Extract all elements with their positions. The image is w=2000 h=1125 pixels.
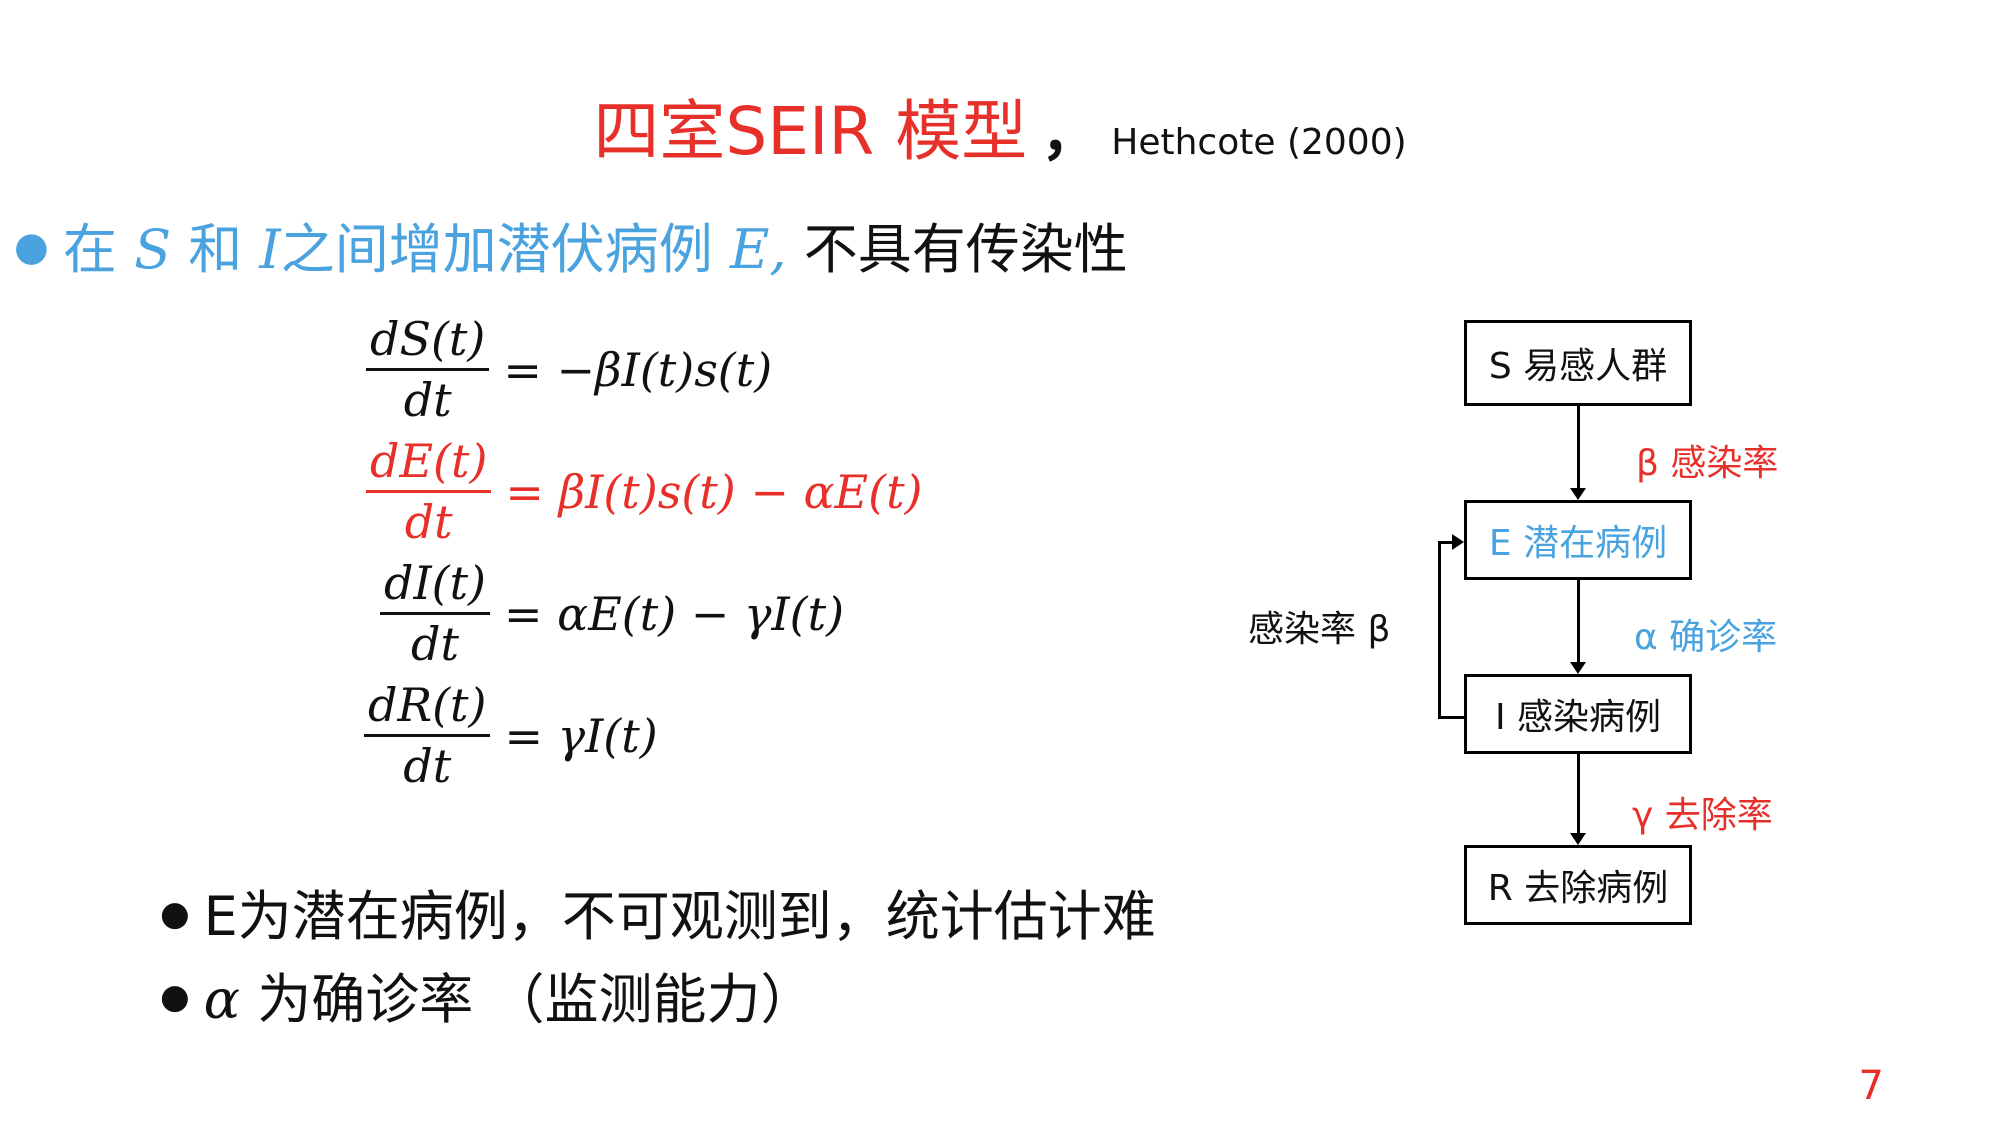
bullet-dot-icon: ●: [14, 224, 49, 270]
bullet-dot-icon: ●: [160, 977, 190, 1017]
equation-ds: dS(t) dt = −βI(t)s(t): [366, 310, 772, 429]
fraction-bar: [366, 368, 490, 371]
rate-alpha-label: α 确诊率: [1634, 617, 1778, 658]
alpha-note-text: 为确诊率 （监测能力）: [257, 968, 815, 1031]
equation-di-numerator: dI(t): [384, 556, 486, 610]
feedback-top-segment: [1438, 541, 1452, 544]
arrow-right-icon: [1452, 534, 1464, 550]
fraction-bar: [366, 490, 492, 493]
flow-box-s: S 易感人群: [1464, 320, 1692, 406]
connector-s-e: [1577, 406, 1580, 488]
rate-gamma-label: γ 去除率: [1632, 795, 1773, 836]
intro-text-3: 之间增加潜伏病例: [280, 218, 713, 281]
intro-text-4: 不具有传染性: [803, 218, 1128, 281]
equation-ds-rhs: = −βI(t)s(t): [503, 342, 773, 397]
bullet-intro: ● 在 S 和 I之间增加潜伏病例 E, 不具有传染性: [14, 205, 1128, 284]
equation-ds-fraction: dS(t) dt: [366, 310, 490, 429]
connector-i-r: [1577, 754, 1580, 833]
equation-ds-denominator: dt: [403, 373, 452, 427]
flow-box-i-label: I 感染病例: [1494, 697, 1662, 738]
title-main: 四室SEIR 模型: [593, 93, 1028, 170]
equation-di-rhs: = αE(t) − γI(t): [504, 586, 845, 641]
rate-beta-label: β 感染率: [1636, 443, 1779, 484]
flow-box-e: E 潜在病例: [1464, 500, 1692, 580]
feedback-bottom-segment: [1438, 716, 1464, 719]
equation-de-rhs: = βI(t)s(t) − αE(t): [505, 464, 923, 519]
title-reference: Hethcote (2000): [1111, 122, 1407, 163]
bullet-alpha-note: ● α 为确诊率 （监测能力）: [160, 955, 814, 1034]
intro-var-i: I: [259, 218, 281, 281]
intro-var-s: S: [134, 218, 172, 281]
flow-box-i: I 感染病例: [1464, 674, 1692, 754]
intro-text-1: 在: [62, 218, 117, 281]
fraction-bar: [364, 734, 491, 737]
slide-title: 四室SEIR 模型， Hethcote (2000): [0, 78, 2000, 174]
intro-text-2: 和: [188, 218, 243, 281]
arrow-down-icon: [1570, 662, 1586, 674]
arrow-down-icon: [1570, 488, 1586, 500]
title-comma: ，: [1041, 100, 1100, 168]
connector-e-i: [1577, 580, 1580, 662]
alpha-symbol: α: [203, 968, 241, 1031]
equation-dr-denominator: dt: [403, 739, 452, 793]
equation-de-denominator: dt: [404, 495, 453, 549]
latent-note-text: E为潜在病例，不可观测到，统计估计难: [203, 885, 1156, 948]
flow-box-r: R 去除病例: [1464, 845, 1692, 925]
equation-de-fraction: dE(t) dt: [366, 432, 492, 551]
equation-de: dE(t) dt = βI(t)s(t) − αE(t): [366, 432, 923, 551]
page-number: 7: [1858, 1063, 1884, 1109]
equation-di-denominator: dt: [411, 617, 459, 671]
bullet-dot-icon: ●: [160, 894, 190, 934]
equation-ds-numerator: dS(t): [370, 312, 486, 366]
feedback-rate-label: 感染率 β: [1248, 609, 1391, 650]
bullet-latent-note: ● E为潜在病例，不可观测到，统计估计难: [160, 872, 1156, 951]
equation-dr-numerator: dR(t): [368, 678, 487, 732]
fraction-bar: [380, 612, 490, 615]
equation-di-fraction: dI(t) dt: [380, 554, 490, 673]
equation-de-numerator: dE(t): [370, 434, 488, 488]
flow-box-s-label: S 易感人群: [1488, 346, 1668, 387]
equation-dr-fraction: dR(t) dt: [364, 676, 491, 795]
intro-var-e: E,: [729, 218, 787, 281]
equation-di: dI(t) dt = αE(t) − γI(t): [380, 554, 844, 673]
feedback-vertical-segment: [1438, 541, 1441, 719]
equation-dr: dR(t) dt = γI(t): [364, 676, 658, 795]
equation-dr-rhs: = γI(t): [504, 708, 658, 763]
flow-box-e-label: E 潜在病例: [1489, 514, 1667, 566]
arrow-down-icon: [1570, 833, 1586, 845]
flow-box-e-text: E 潜在病例: [1488, 523, 1668, 564]
flow-box-r-label: R 去除病例: [1487, 868, 1669, 909]
